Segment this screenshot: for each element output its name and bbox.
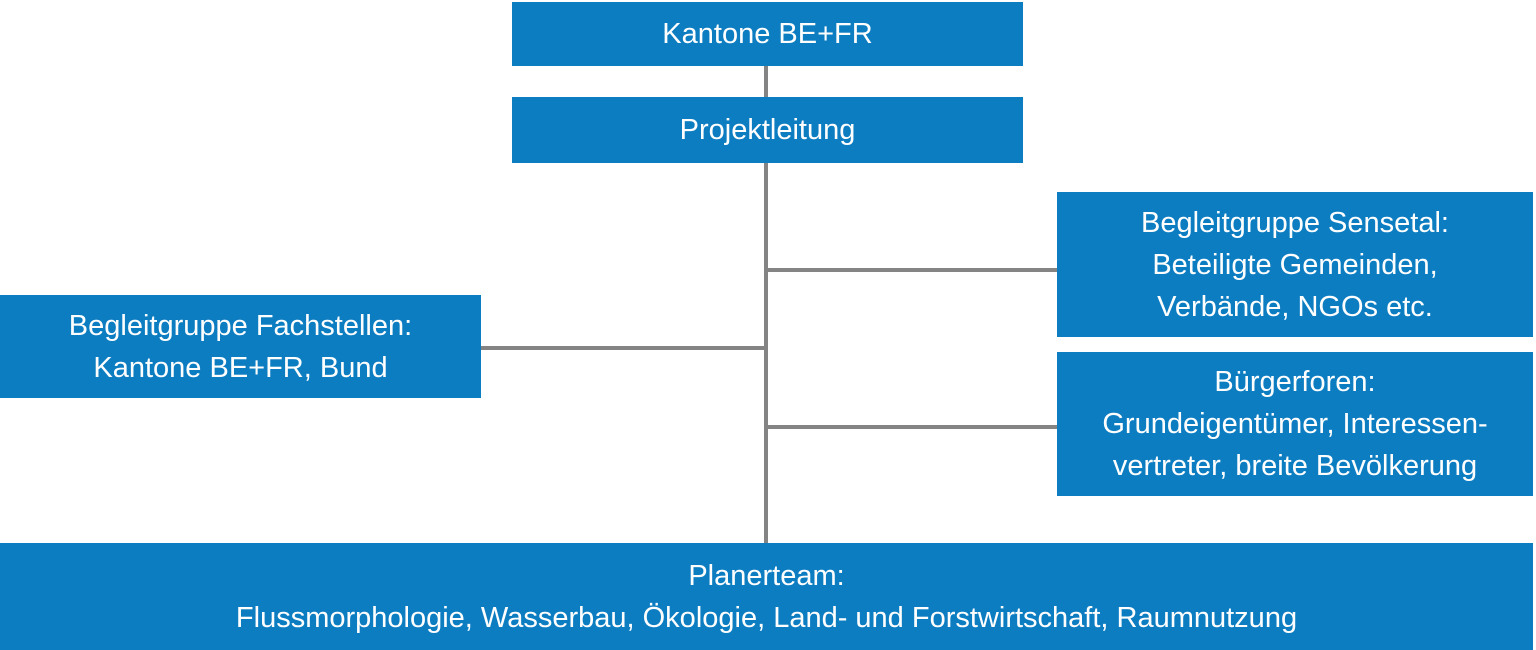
node-begleitgruppe-fachstellen: Begleitgruppe Fachstellen: Kantone BE+FR… xyxy=(0,295,481,398)
node-planerteam: Planerteam: Flussmorphologie, Wasserbau,… xyxy=(0,543,1533,650)
connector-trunk-vertical xyxy=(764,163,768,543)
connector-kantone-projektleitung xyxy=(764,66,768,97)
node-buergerforen: Bürgerforen: Grundeigentümer, Interessen… xyxy=(1057,352,1533,496)
node-projektleitung: Projektleitung xyxy=(512,97,1023,163)
node-label: Beteiligte Gemeinden, xyxy=(1152,248,1438,281)
node-kantone-be-fr: Kantone BE+FR xyxy=(512,2,1023,66)
connector-to-sensetal xyxy=(764,268,1057,272)
node-label: Flussmorphologie, Wasserbau, Ökologie, L… xyxy=(235,601,1298,634)
node-label: Kantone BE+FR xyxy=(662,18,873,50)
node-begleitgruppe-sensetal: Begleitgruppe Sensetal: Beteiligte Gemei… xyxy=(1057,192,1533,337)
node-label: Bürgerforen: xyxy=(1214,366,1376,398)
node-label: Kantone BE+FR, Bund xyxy=(93,351,388,384)
node-label: Projektleitung xyxy=(679,114,856,146)
node-label: vertreter, breite Bevölkerung xyxy=(1112,450,1478,482)
connector-to-fachstellen xyxy=(481,346,768,350)
connector-to-buergerforen xyxy=(764,425,1057,429)
node-label: Begleitgruppe Sensetal: xyxy=(1141,206,1449,239)
node-label: Verbände, NGOs etc. xyxy=(1157,290,1433,323)
node-label: Planerteam: xyxy=(688,559,845,592)
node-label: Grundeigentümer, Interessen- xyxy=(1102,408,1488,440)
node-label: Begleitgruppe Fachstellen: xyxy=(68,309,413,342)
